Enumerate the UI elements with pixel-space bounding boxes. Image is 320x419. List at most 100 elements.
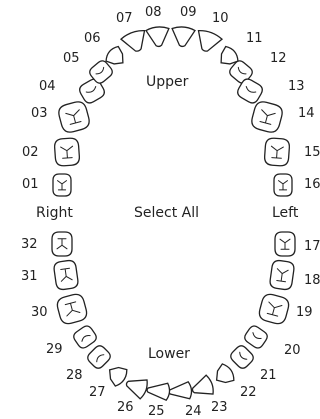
tooth-number-32: 32 xyxy=(21,237,38,252)
lower-tooth-15[interactable] xyxy=(53,259,79,291)
upper-tooth-14[interactable] xyxy=(250,100,284,134)
lower-tooth-13[interactable] xyxy=(72,324,99,350)
tooth-number-10: 10 xyxy=(212,11,229,26)
tooth-outline xyxy=(215,363,235,384)
upper-tooth-16[interactable] xyxy=(273,173,293,197)
upper-tooth-15[interactable] xyxy=(264,137,290,167)
upper-tooth-5[interactable] xyxy=(88,59,115,86)
tooth-groove xyxy=(64,301,81,317)
tooth-groove xyxy=(259,109,276,125)
tooth-groove xyxy=(60,145,74,159)
tooth-number-20: 20 xyxy=(284,343,301,358)
lower-arch-label: Lower xyxy=(148,346,190,362)
upper-tooth-13[interactable] xyxy=(235,77,264,105)
upper-tooth-8[interactable] xyxy=(145,26,171,48)
lower-tooth-5[interactable] xyxy=(229,344,256,371)
tooth-number-15: 15 xyxy=(304,145,320,160)
tooth-number-28: 28 xyxy=(66,368,83,383)
tooth-groove xyxy=(96,354,105,363)
tooth-outline xyxy=(145,26,170,48)
tooth-number-12: 12 xyxy=(270,51,287,66)
tooth-groove xyxy=(237,66,247,75)
tooth-groove xyxy=(245,86,257,93)
lower-tooth-3[interactable] xyxy=(257,292,290,325)
tooth-number-19: 19 xyxy=(296,305,313,320)
upper-tooth-10[interactable] xyxy=(193,28,223,55)
tooth-number-02: 02 xyxy=(22,145,39,160)
tooth-outline xyxy=(108,366,128,387)
upper-tooth-1[interactable] xyxy=(52,173,72,197)
lower-tooth-9[interactable] xyxy=(146,381,171,401)
tooth-outline xyxy=(220,45,239,65)
tooth-groove xyxy=(266,301,283,317)
tooth-number-14: 14 xyxy=(298,106,315,121)
lower-tooth-4[interactable] xyxy=(243,324,270,350)
left-side-label: Left xyxy=(272,205,299,221)
lower-tooth-2[interactable] xyxy=(269,259,295,291)
tooth-number-21: 21 xyxy=(260,368,277,383)
upper-tooth-6[interactable] xyxy=(103,44,129,70)
tooth-outline xyxy=(171,26,196,48)
tooth-number-18: 18 xyxy=(304,273,320,288)
tooth-groove xyxy=(270,145,284,159)
tooth-outline xyxy=(191,374,214,395)
tooth-number-17: 17 xyxy=(304,239,320,254)
tooth-number-11: 11 xyxy=(246,31,263,46)
right-side-label: Right xyxy=(36,205,73,221)
tooth-groove xyxy=(276,268,289,283)
tooth-number-23: 23 xyxy=(211,400,228,415)
tooth-number-27: 27 xyxy=(89,385,106,400)
tooth-number-09: 09 xyxy=(180,5,197,20)
tooth-groove xyxy=(95,66,105,75)
tooth-number-30: 30 xyxy=(31,305,48,320)
lower-tooth-12[interactable] xyxy=(86,344,113,371)
tooth-number-29: 29 xyxy=(46,342,63,357)
upper-tooth-11[interactable] xyxy=(215,44,241,70)
upper-tooth-7[interactable] xyxy=(120,28,150,55)
tooth-number-31: 31 xyxy=(21,269,38,284)
tooth-number-13: 13 xyxy=(288,79,305,94)
lower-tooth-8[interactable] xyxy=(168,381,193,401)
select-all-button[interactable]: Select All xyxy=(134,205,199,221)
tooth-groove xyxy=(81,335,91,342)
tooth-outline xyxy=(120,29,146,52)
tooth-outline xyxy=(168,381,193,400)
tooth-groove xyxy=(60,267,73,282)
lower-tooth-6[interactable] xyxy=(211,362,237,388)
tooth-groove xyxy=(85,86,97,93)
lower-tooth-16[interactable] xyxy=(51,231,73,257)
upper-tooth-9[interactable] xyxy=(171,26,196,48)
tooth-number-05: 05 xyxy=(63,51,80,66)
upper-tooth-2[interactable] xyxy=(54,137,80,167)
tooth-number-04: 04 xyxy=(39,79,56,94)
tooth-outline xyxy=(146,382,171,401)
lower-tooth-10[interactable] xyxy=(123,374,149,400)
tooth-groove xyxy=(278,180,288,191)
tooth-number-24: 24 xyxy=(185,404,202,419)
upper-tooth-3[interactable] xyxy=(57,100,91,134)
tooth-number-01: 01 xyxy=(22,177,39,192)
tooth-number-22: 22 xyxy=(240,385,257,400)
tooth-groove xyxy=(57,180,67,191)
upper-tooth-12[interactable] xyxy=(228,59,255,86)
tooth-outline xyxy=(125,379,148,400)
lower-tooth-1[interactable] xyxy=(274,231,296,257)
lower-tooth-7[interactable] xyxy=(189,374,215,400)
tooth-number-07: 07 xyxy=(116,11,133,26)
tooth-groove xyxy=(239,351,248,360)
tooth-number-26: 26 xyxy=(117,400,134,415)
lower-tooth-11[interactable] xyxy=(104,362,130,388)
tooth-groove xyxy=(252,332,262,339)
tooth-groove xyxy=(65,109,82,125)
tooth-outline xyxy=(197,29,223,52)
tooth-outline xyxy=(105,45,124,65)
lower-tooth-14[interactable] xyxy=(55,292,88,325)
tooth-number-03: 03 xyxy=(31,106,48,121)
tooth-number-08: 08 xyxy=(145,5,162,20)
tooth-number-06: 06 xyxy=(84,31,101,46)
upper-arch-label: Upper xyxy=(146,74,189,90)
tooth-number-16: 16 xyxy=(304,177,320,192)
tooth-number-25: 25 xyxy=(148,404,165,419)
